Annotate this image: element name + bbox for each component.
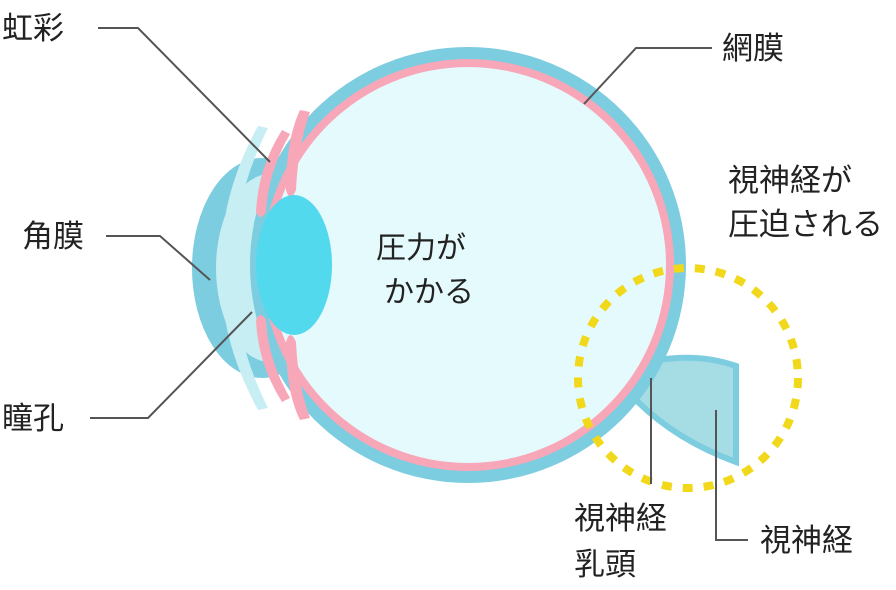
leader-retina [583,47,712,105]
iris-upper-inner [256,130,290,217]
lens [256,195,332,335]
leader-iris [98,27,271,163]
leader-cornea [106,235,211,281]
iris-upper [286,110,310,197]
label-nerve-compressed-line1: 視神経が [728,163,852,199]
leader-optic-nerve [715,410,748,541]
label-pressure-line2: かかる [384,275,474,310]
vitreous-body [270,67,666,463]
label-optic-disc-line2: 乳頭 [574,547,636,583]
label-pupil: 瞳孔 [2,401,64,437]
label-cornea: 角膜 [22,219,84,255]
label-optic-nerve: 視神経 [760,523,853,559]
label-nerve-compressed-line2: 圧迫される [728,207,883,243]
iris-lower-inner [256,315,290,402]
optic-nerve-shape [633,354,739,467]
label-retina: 網膜 [722,31,784,67]
iris-lower [286,335,310,420]
label-iris: 虹彩 [2,11,64,47]
leader-pupil [90,311,253,419]
highlight-ring [574,264,802,492]
label-pressure-line1: 圧力が [376,231,466,266]
anterior-chamber [221,126,268,410]
label-optic-disc-line1: 視神経 [574,501,667,537]
